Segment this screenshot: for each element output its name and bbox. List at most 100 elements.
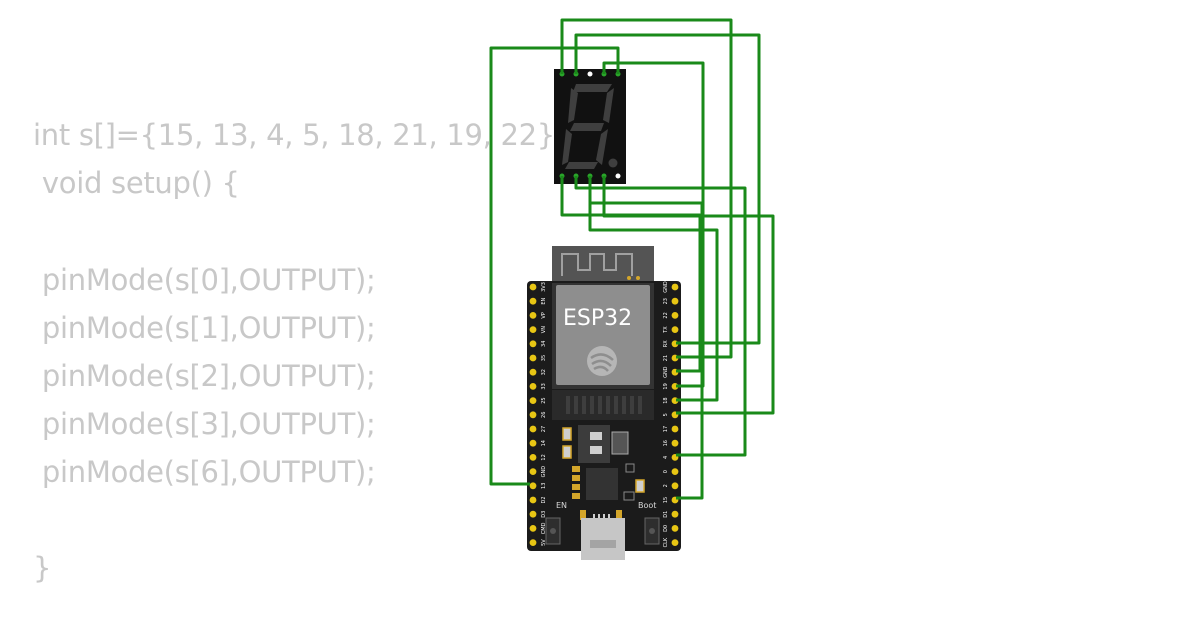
left-header-pin[interactable] bbox=[529, 468, 537, 475]
code-line-4: pinMode(s[0],OUTPUT); bbox=[33, 263, 376, 297]
chip-label: ESP32 bbox=[563, 306, 632, 331]
left-pin-label: VP bbox=[541, 312, 547, 318]
left-header-pin[interactable] bbox=[529, 383, 537, 390]
segment-dp bbox=[608, 158, 618, 168]
code-line-10: } bbox=[33, 551, 52, 585]
antenna-trace bbox=[561, 253, 633, 276]
left-header-pin[interactable] bbox=[529, 539, 537, 546]
right-pin-label: CLK bbox=[663, 537, 669, 547]
left-header-pin[interactable] bbox=[529, 425, 537, 433]
left-header-pin[interactable] bbox=[529, 496, 537, 504]
segment-b bbox=[603, 88, 614, 123]
right-pin-label: 23 bbox=[663, 298, 669, 304]
right-header-pin[interactable] bbox=[671, 439, 679, 447]
segment-c bbox=[596, 129, 608, 165]
left-header-pin[interactable] bbox=[529, 439, 537, 447]
left-pin-label: EN bbox=[541, 297, 547, 304]
wire-pin15-to-display[interactable] bbox=[489, 46, 620, 486]
left-header-pin[interactable] bbox=[529, 368, 537, 376]
right-header-pin[interactable] bbox=[671, 510, 679, 518]
right-pin-label: GND bbox=[663, 366, 669, 378]
code-editor[interactable]: int s[]={15, 13, 4, 5, 18, 21, 19, 22}; … bbox=[0, 0, 600, 630]
code-line-5: pinMode(s[1],OUTPUT); bbox=[33, 311, 376, 345]
left-pin-label: 14 bbox=[541, 440, 547, 446]
left-pin-label: GND bbox=[541, 466, 547, 478]
right-pin-label: 4 bbox=[663, 456, 669, 459]
right-header-pin[interactable] bbox=[671, 283, 679, 291]
wire-pin19-to-display[interactable] bbox=[602, 61, 705, 388]
right-header-pin[interactable] bbox=[671, 525, 679, 532]
right-pin-label: D1 bbox=[663, 511, 669, 518]
left-pin-label: 13 bbox=[541, 483, 547, 489]
left-header-pin[interactable] bbox=[529, 397, 537, 404]
right-pin-label: 16 bbox=[663, 440, 669, 446]
right-header-pin[interactable] bbox=[671, 326, 679, 333]
left-header-pin[interactable] bbox=[529, 354, 537, 362]
right-pin-label: 18 bbox=[663, 397, 669, 403]
segment-f bbox=[568, 88, 578, 123]
left-header-pin[interactable] bbox=[529, 411, 537, 419]
right-header-pin[interactable] bbox=[671, 468, 679, 475]
boot-button-label: Boot bbox=[638, 501, 656, 510]
left-pin-label: 5V bbox=[541, 539, 547, 546]
right-pin-label: 2 bbox=[663, 484, 669, 487]
code-line-7: pinMode(s[3],OUTPUT); bbox=[33, 407, 376, 441]
left-pin-label: 32 bbox=[541, 369, 547, 375]
smd-capacitor bbox=[635, 479, 645, 493]
code-line-2: void setup() { bbox=[33, 166, 240, 200]
right-pin-label: 5 bbox=[663, 413, 669, 416]
smd-capacitor bbox=[562, 445, 572, 459]
left-header-pin[interactable] bbox=[529, 510, 537, 518]
code-line-1: int s[]={15, 13, 4, 5, 18, 21, 19, 22}; bbox=[33, 118, 565, 152]
left-header-pin[interactable] bbox=[529, 297, 537, 305]
wire-pin21-to-display[interactable] bbox=[560, 18, 733, 359]
right-header-pin[interactable] bbox=[671, 297, 679, 305]
left-header-pin[interactable] bbox=[529, 525, 537, 532]
seven-segment-display[interactable] bbox=[554, 69, 626, 184]
micro-usb-port[interactable] bbox=[581, 518, 625, 560]
wire-display-common[interactable] bbox=[560, 176, 702, 373]
code-line-8: pinMode(s[6],OUTPUT); bbox=[33, 455, 376, 489]
ldo-chip bbox=[611, 431, 629, 455]
right-pin-label: 15 bbox=[663, 497, 669, 503]
wire-pin4-to-display[interactable] bbox=[574, 176, 747, 457]
right-pin-label: RX bbox=[663, 340, 669, 347]
left-header-pin[interactable] bbox=[529, 312, 537, 319]
usb-uart-chip bbox=[586, 468, 618, 500]
right-pin-label: D0 bbox=[663, 525, 669, 532]
wire-pin22-to-display[interactable] bbox=[574, 33, 761, 345]
wire-pin13-to-display[interactable] bbox=[588, 176, 704, 500]
left-pin-label: 35 bbox=[541, 355, 547, 361]
right-header-pin[interactable] bbox=[671, 539, 679, 546]
segment-d bbox=[565, 162, 598, 169]
esp32-board[interactable]: ESP32 bbox=[527, 246, 681, 560]
right-pin-label: 22 bbox=[663, 312, 669, 318]
right-header-pin[interactable] bbox=[671, 312, 679, 319]
left-pin-header: 3V3ENVPVN343532332526271412GND13D2D3CMD5… bbox=[529, 282, 547, 546]
left-pin-label: 12 bbox=[541, 454, 547, 460]
espressif-logo-icon bbox=[587, 346, 617, 376]
left-pin-label: 3V3 bbox=[541, 282, 547, 292]
right-header-pin[interactable] bbox=[671, 425, 679, 433]
antenna-pad bbox=[627, 276, 631, 280]
left-pin-label: 25 bbox=[541, 397, 547, 403]
left-pin-label: D2 bbox=[541, 496, 547, 503]
right-header-pin[interactable] bbox=[671, 482, 679, 490]
left-header-pin[interactable] bbox=[529, 283, 537, 291]
right-pin-label: 19 bbox=[663, 383, 669, 389]
segment-e bbox=[562, 129, 572, 165]
right-pin-label: 21 bbox=[663, 355, 669, 361]
left-header-pin[interactable] bbox=[529, 340, 537, 348]
right-pin-label: 17 bbox=[663, 426, 669, 432]
left-header-pin[interactable] bbox=[529, 326, 537, 333]
module-pad-row bbox=[566, 396, 642, 414]
code-line-6: pinMode(s[2],OUTPUT); bbox=[33, 359, 376, 393]
antenna-pad bbox=[636, 276, 640, 280]
left-header-pin[interactable] bbox=[529, 454, 537, 461]
left-pin-label: VN bbox=[541, 326, 547, 333]
left-header-pin[interactable] bbox=[529, 482, 537, 490]
segment-g bbox=[570, 123, 604, 131]
right-pin-label: TX bbox=[663, 326, 669, 334]
